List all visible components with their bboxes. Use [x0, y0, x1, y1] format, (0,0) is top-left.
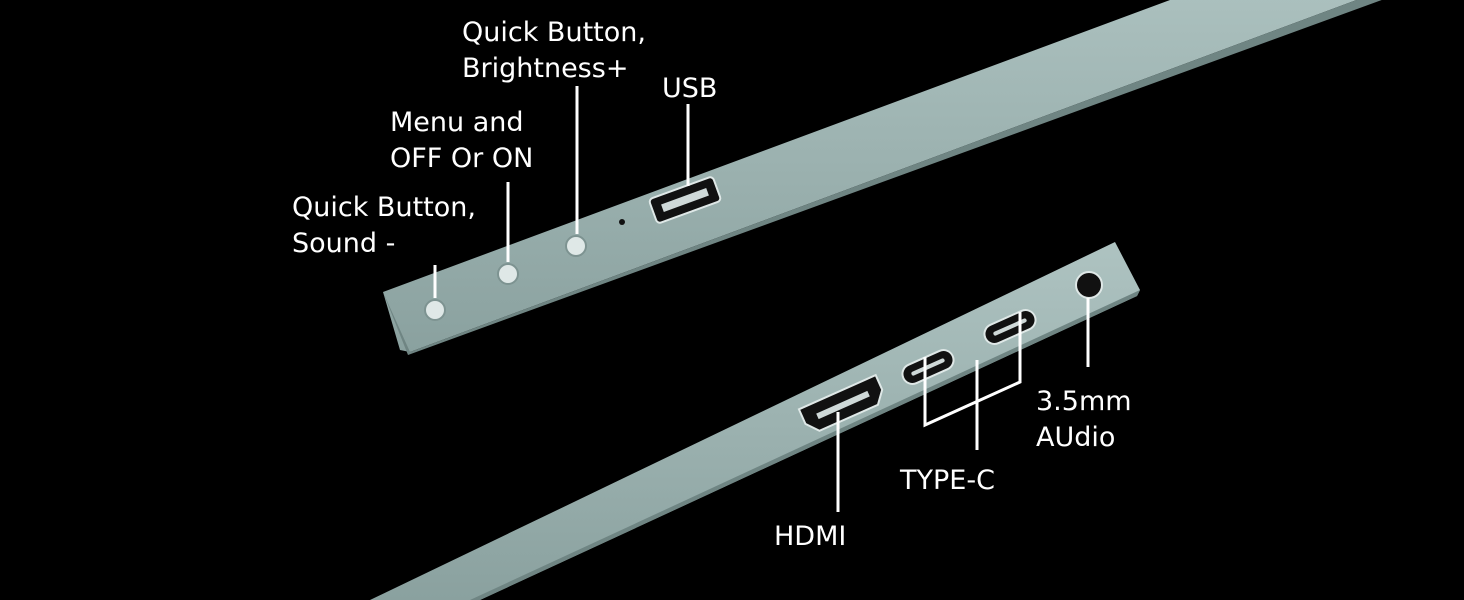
sound-minus-label: Quick Button, Sound -: [292, 190, 476, 262]
type-c-label: TYPE-C: [900, 465, 995, 496]
usb-port: [648, 176, 722, 224]
bottom-edge-panel: [370, 242, 1140, 600]
label-line: Quick Button,: [462, 17, 646, 48]
label-line: AUdio: [1036, 422, 1116, 453]
label-line: OFF Or ON: [390, 143, 534, 174]
type-c-port-2: [983, 309, 1037, 345]
hdmi-port: [797, 373, 884, 432]
label-line: 3.5mm: [1036, 386, 1132, 417]
indicator-led: [619, 219, 625, 225]
top-edge-panel: [383, 0, 1464, 355]
type-c-bracket: [923, 312, 1022, 428]
brightness-plus-button: [565, 235, 587, 257]
label-line: Brightness+: [462, 53, 629, 84]
menu-power-button: [497, 263, 519, 285]
hdmi-label: HDMI: [774, 521, 847, 552]
menu-power-label: Menu and OFF Or ON: [390, 105, 533, 177]
label-line: Quick Button,: [292, 192, 476, 223]
audio-label: 3.5mm AUdio: [1036, 384, 1132, 456]
label-line: Sound -: [292, 228, 396, 259]
leader-lines: [433, 86, 1090, 512]
usb-label: USB: [662, 73, 718, 104]
label-line: Menu and: [390, 107, 524, 138]
sound-minus-button: [424, 299, 446, 321]
audio-jack: [1075, 271, 1103, 299]
brightness-plus-label: Quick Button, Brightness+: [462, 15, 646, 87]
